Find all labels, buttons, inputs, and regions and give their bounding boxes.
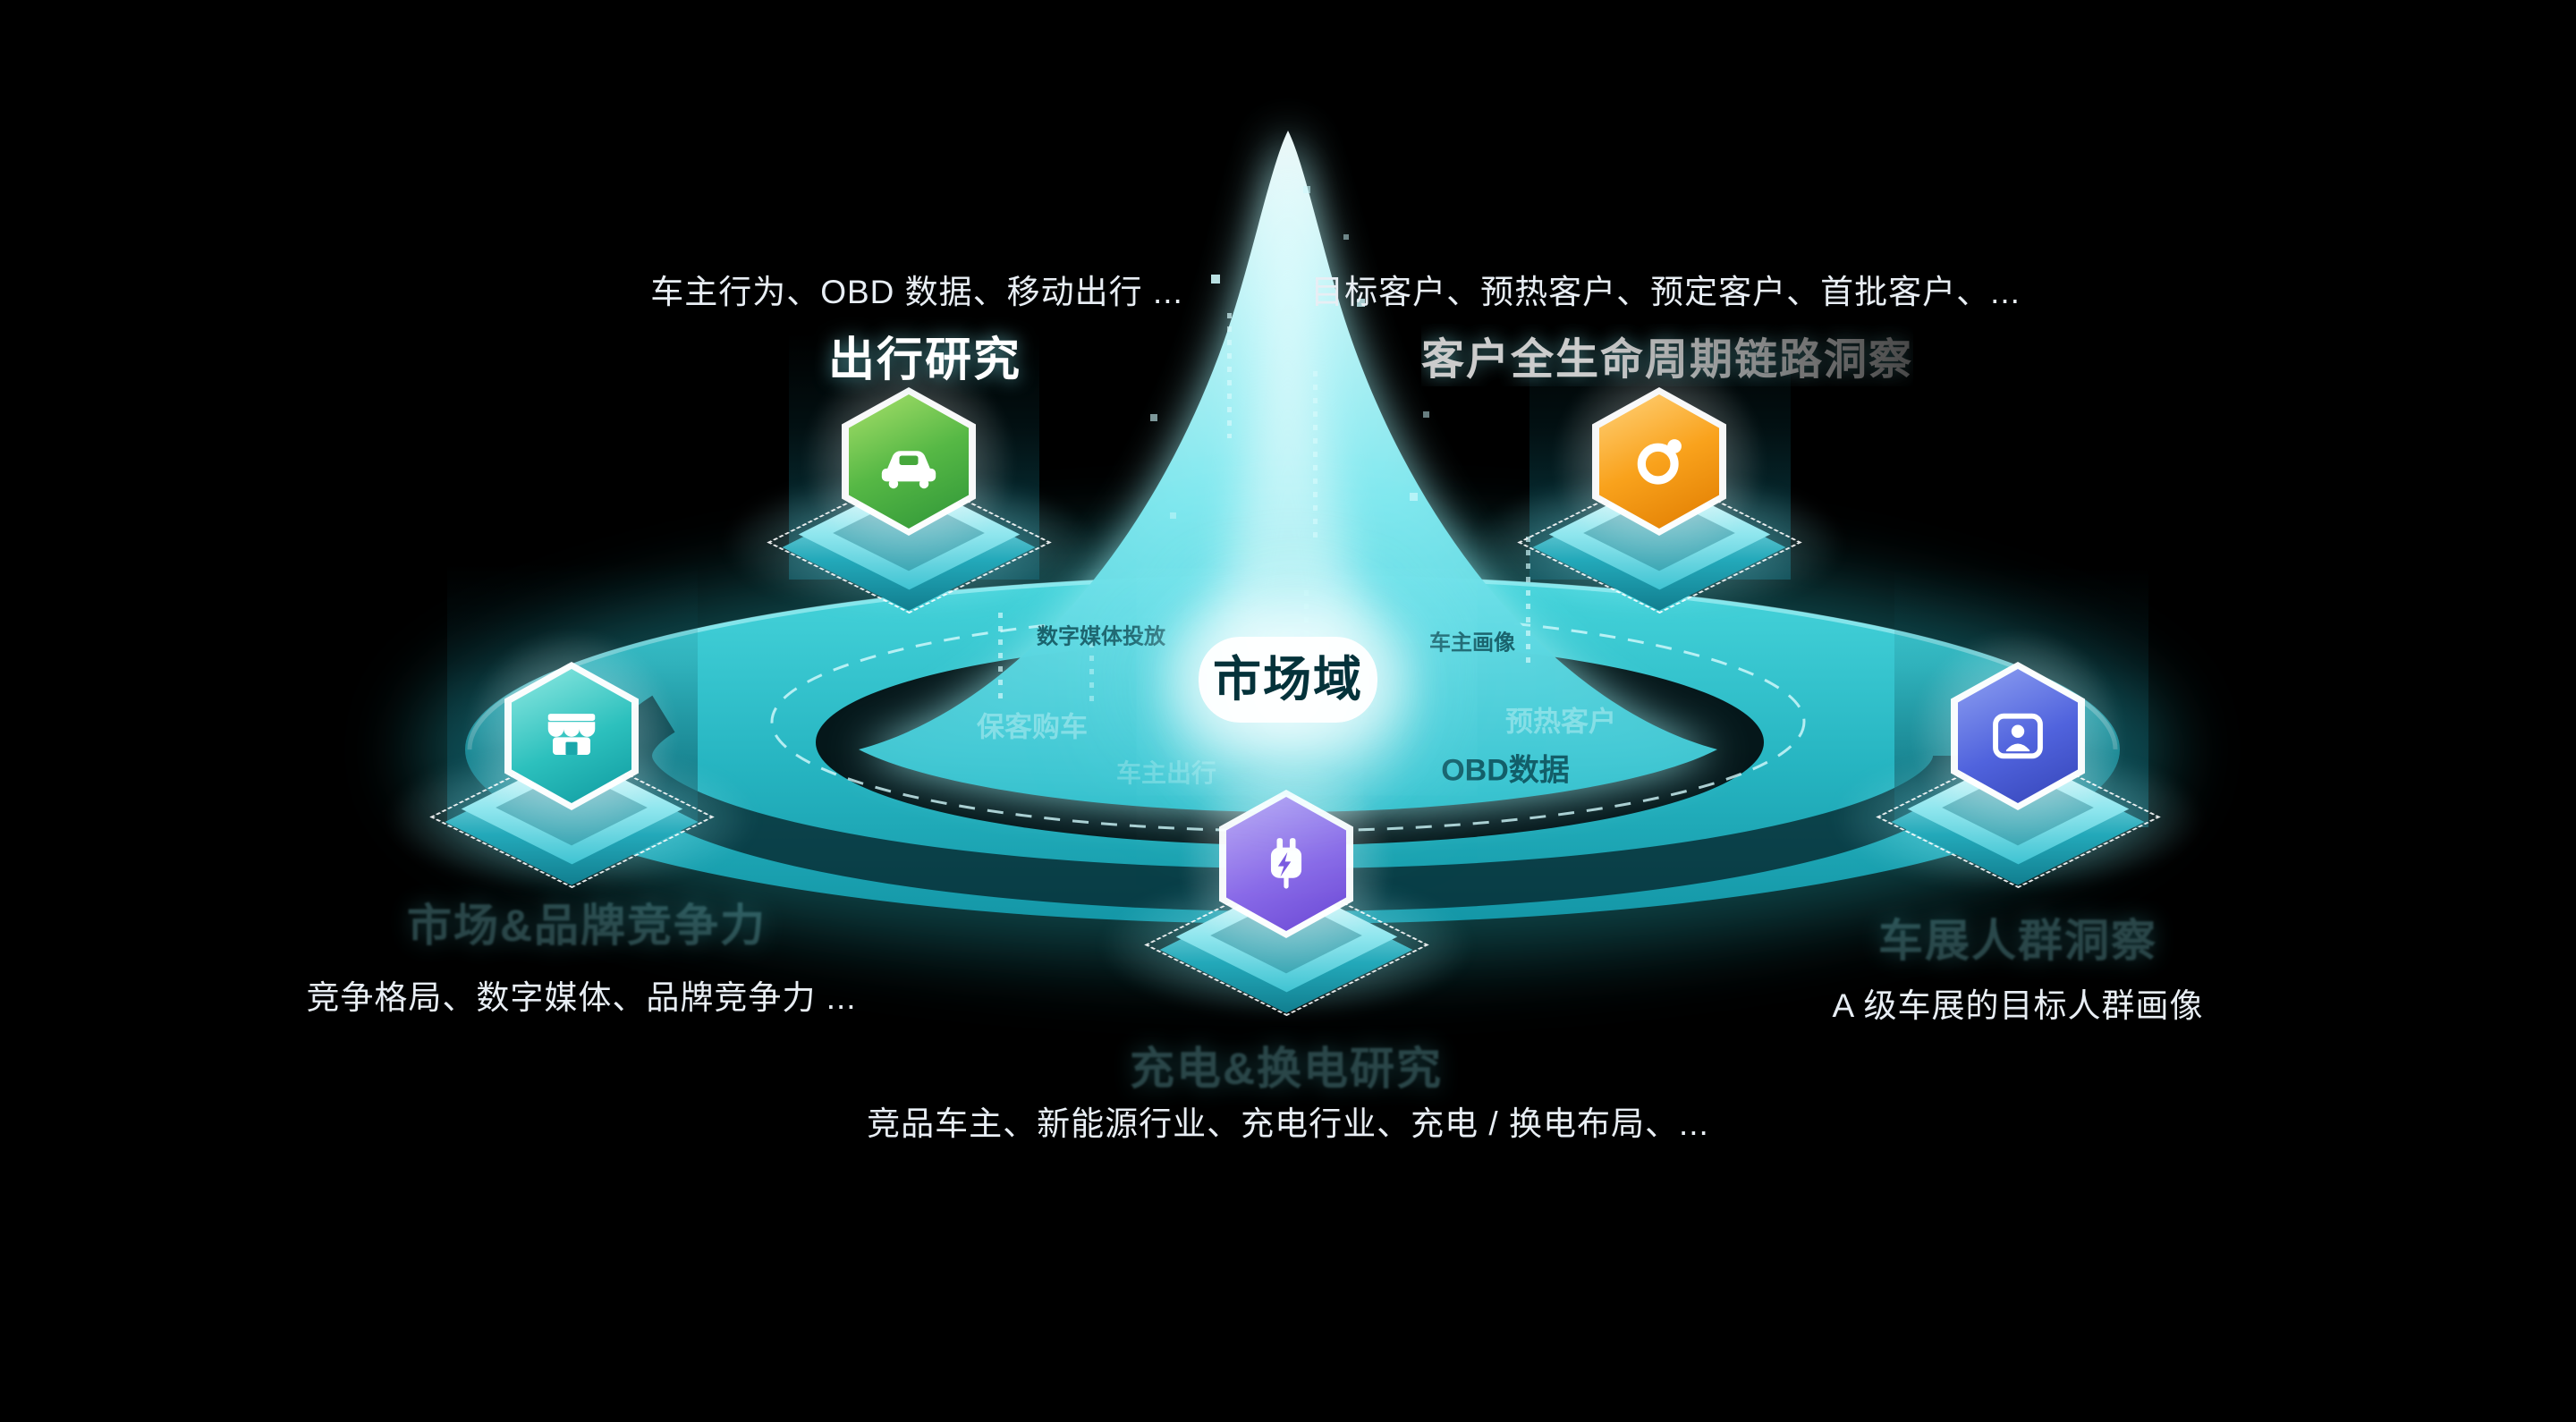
node-desc-auto-show: A 级车展的目标人群画像 (1832, 987, 2204, 1024)
hexagon-badge (1592, 387, 1726, 536)
orbit-icon (1637, 439, 1682, 485)
peak-core-highlight (1216, 152, 1360, 666)
node-desc-market-brand: 竞争格局、数字媒体、品牌竞争力 ... (306, 979, 857, 1016)
node-title-auto-show: 车展人群洞察 (1878, 916, 2157, 966)
ring-label: OBD数据 (1441, 753, 1570, 788)
particle (1303, 186, 1310, 193)
particle (1170, 512, 1176, 519)
ring-label: 车主画像 (1429, 631, 1515, 656)
ring-label: 预热客户 (1505, 706, 1616, 738)
center-label: 市场域 (1199, 637, 1377, 723)
car-icon (881, 451, 936, 489)
particle (1423, 411, 1429, 418)
node-desc-travel: 车主行为、OBD 数据、移动出行 ... (650, 274, 1183, 310)
data-column (998, 613, 1003, 707)
node-title-lifecycle: 客户全生命周期链路洞察 (1420, 336, 1914, 384)
node-title-travel: 出行研究 (827, 334, 1022, 386)
node-title-charging: 充电&换电研究 (1129, 1044, 1444, 1094)
hexagon-badge (1219, 790, 1353, 938)
particle (1343, 234, 1349, 240)
data-column (1313, 371, 1318, 546)
data-column (1227, 313, 1232, 438)
particle (1211, 275, 1220, 284)
node-title-market-brand: 市场&品牌竞争力 (406, 901, 767, 951)
storefront-icon (547, 714, 596, 755)
data-column (1089, 642, 1094, 701)
node-desc-lifecycle: 目标客户、预热客户、预定客户、首批客户、... (1310, 274, 2021, 310)
hexagon-fill (1599, 394, 1719, 529)
person-card-icon (1993, 713, 2043, 759)
particle (1410, 493, 1418, 501)
ring-label: 数字媒体投放 (1037, 624, 1165, 649)
particle (1150, 414, 1157, 421)
charging-plug-icon (1270, 838, 1302, 889)
node-desc-charging: 竞品车主、新能源行业、充电行业、充电 / 换电布局、... (867, 1105, 1709, 1142)
particle (1357, 299, 1365, 307)
ring-label: 保客购车 (977, 711, 1088, 743)
